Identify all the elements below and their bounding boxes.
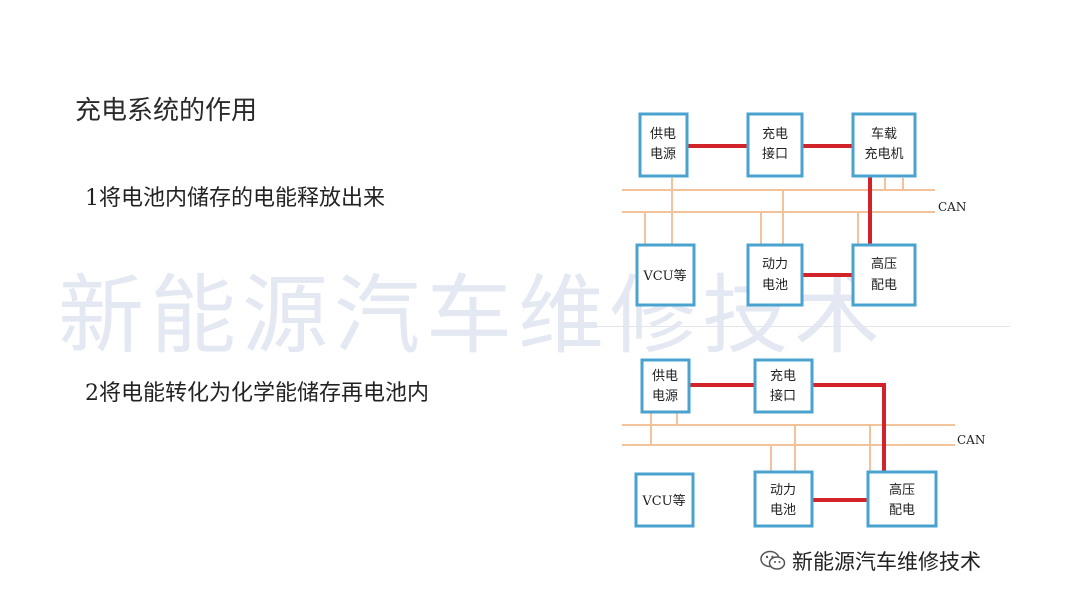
svg-text:VCU等: VCU等 [641, 493, 685, 509]
point-2: 2将电能转化为化学能储存再电池内 [85, 381, 429, 406]
hv-distribution-box: 高压 配电 [851, 243, 917, 307]
svg-text:充电: 充电 [770, 368, 796, 384]
footer-brand: 新能源汽车维修技术 [760, 546, 981, 577]
diagram-1: 供电 电源 充电 接口 车载 充电机 VCU等 动力 电池 高压 配电 CAN [622, 112, 966, 307]
svg-text:供电: 供电 [652, 369, 678, 384]
footer-text: 新能源汽车维修技术 [792, 550, 981, 574]
watermark-rule [590, 326, 1010, 327]
svg-text:充电机: 充电机 [864, 146, 903, 162]
wechat-icon [760, 550, 786, 577]
power-supply-box: 供电 电源 [638, 112, 689, 178]
svg-text:VCU等: VCU等 [642, 268, 686, 284]
svg-text:接口: 接口 [762, 146, 788, 162]
can-label: CAN [957, 433, 985, 447]
hv-distribution-box: 高压 配电 [866, 470, 938, 528]
power-battery-box: 动力 电池 [746, 243, 804, 307]
vcu-box: VCU等 [635, 243, 696, 307]
svg-text:车载: 车载 [871, 126, 897, 142]
svg-text:电池: 电池 [770, 503, 796, 518]
charging-port-box: 充电 接口 [753, 358, 814, 414]
onboard-charger-box: 车载 充电机 [851, 112, 917, 178]
svg-text:电源: 电源 [652, 389, 678, 404]
vcu-box: VCU等 [634, 472, 695, 528]
diagram-2: 供电 电源 充电 接口 VCU等 动力 电池 高压 配电 CAN [622, 358, 985, 528]
charging-port-box: 充电 接口 [746, 112, 804, 178]
svg-text:配电: 配电 [871, 278, 897, 293]
svg-text:供电: 供电 [650, 127, 676, 142]
point-1: 1将电池内储存的电能释放出来 [85, 186, 385, 211]
svg-text:电源: 电源 [650, 147, 676, 162]
svg-text:接口: 接口 [770, 388, 796, 404]
svg-text:高压: 高压 [889, 482, 915, 498]
svg-text:动力: 动力 [762, 257, 788, 272]
power-supply-box: 供电 电源 [640, 358, 691, 414]
can-label: CAN [938, 200, 966, 214]
svg-text:高压: 高压 [871, 256, 897, 272]
svg-text:充电: 充电 [762, 126, 788, 142]
svg-text:电池: 电池 [762, 278, 788, 293]
watermark: 新能源汽车维修技术 [58, 266, 886, 366]
svg-text:动力: 动力 [770, 483, 796, 498]
power-battery-box: 动力 电池 [753, 470, 814, 528]
svg-text:配电: 配电 [889, 503, 915, 518]
power-line [812, 383, 886, 472]
slide-title: 充电系统的作用 [75, 96, 258, 126]
